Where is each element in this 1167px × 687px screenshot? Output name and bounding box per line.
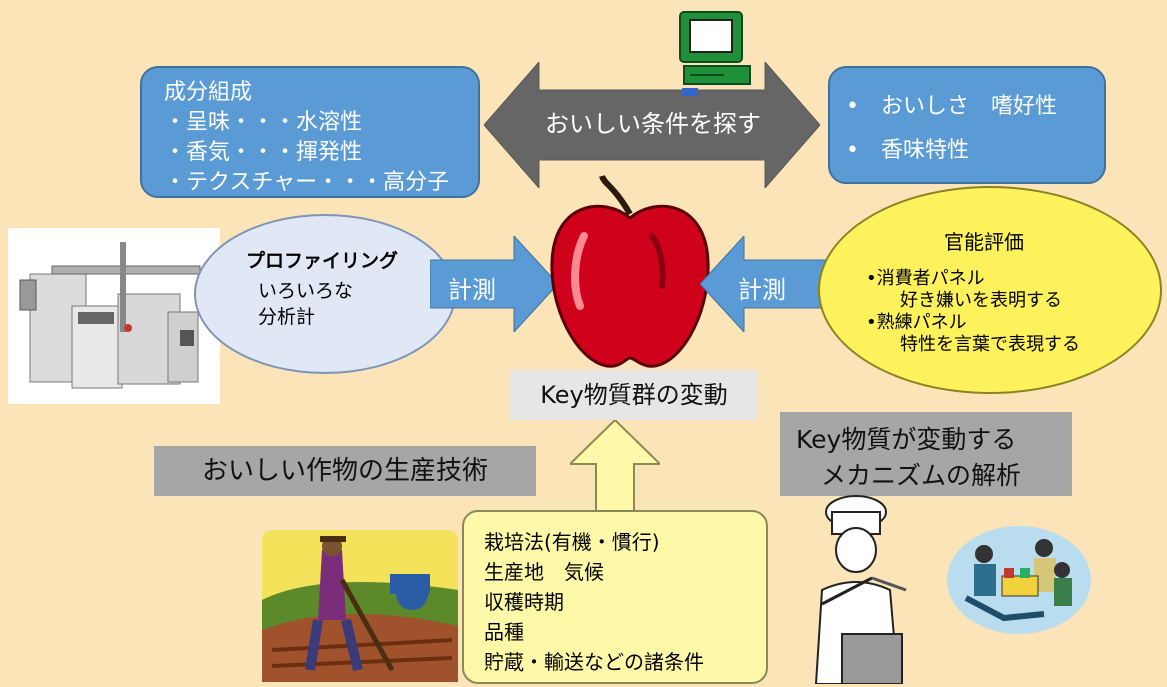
sensory-line: •消費者パネル	[866, 268, 985, 289]
measure-left-label: 計測	[448, 276, 496, 304]
conditions-line: 貯蔵・輸送などの諸条件	[484, 650, 704, 674]
conditions-line: 収穫時期	[484, 590, 564, 614]
preference-item: • おいしさ 嗜好性	[846, 94, 1057, 119]
meeting-illustration	[947, 526, 1091, 634]
preference-box: • おいしさ 嗜好性 • 香味特性	[828, 66, 1106, 184]
production-text: おいしい作物の生産技術	[201, 456, 488, 486]
profiling-line: いろいろな	[258, 280, 354, 302]
computer-icon	[679, 11, 751, 96]
profiling-title: プロファイリング	[246, 250, 399, 272]
key-change-label: Key物質群の変動	[510, 370, 758, 420]
double-arrow	[484, 62, 820, 188]
profiling-ellipse: プロファイリング いろいろな 分析計	[194, 214, 456, 374]
key-change-text: Key物質群の変動	[540, 381, 728, 409]
apple-icon	[550, 174, 710, 368]
conditions-line: 品種	[484, 620, 524, 644]
sensory-line: 特性を言葉で表現する	[882, 334, 1080, 355]
search-label: おいしい条件を探す	[545, 110, 761, 138]
composition-item: ・香気・・・揮発性	[164, 140, 363, 165]
composition-box: 成分組成 ・呈味・・・水溶性 ・香気・・・揮発性 ・テクスチャー・・・高分子	[140, 66, 480, 198]
production-label: おいしい作物の生産技術	[154, 446, 536, 496]
farmer-illustration	[262, 530, 458, 682]
sensory-line: 好き嫌いを表明する	[882, 290, 1062, 311]
measure-right-arrow	[700, 236, 828, 332]
sensory-line: •熟練パネル	[866, 312, 967, 333]
sensory-title: 官能評価	[944, 230, 1024, 254]
composition-item: ・テクスチャー・・・高分子	[164, 170, 450, 195]
profiling-line: 分析計	[258, 306, 316, 328]
chef-illustration	[814, 495, 907, 684]
conditions-line: 生産地 気候	[484, 560, 604, 584]
measure-left-arrow	[430, 236, 558, 332]
up-arrow	[570, 420, 660, 530]
conditions-line: 栽培法(有機・慣行)	[484, 530, 660, 554]
measure-right-label: 計測	[738, 276, 786, 304]
conditions-box: 栽培法(有機・慣行) 生産地 気候 収穫時期 品種 貯蔵・輸送などの諸条件	[462, 510, 768, 684]
instrument-image	[8, 228, 220, 404]
mechanism-line: Key物質が変動する	[796, 425, 1017, 454]
mechanism-line: メカニズムの解析	[796, 461, 1022, 490]
mechanism-label: Key物質が変動する メカニズムの解析	[780, 412, 1072, 496]
composition-item: ・呈味・・・水溶性	[164, 110, 363, 135]
sensory-ellipse: 官能評価 •消費者パネル 好き嫌いを表明する •熟練パネル 特性を言葉で表現する	[818, 186, 1162, 394]
preference-item: • 香味特性	[846, 138, 969, 163]
composition-title: 成分組成	[164, 80, 253, 105]
